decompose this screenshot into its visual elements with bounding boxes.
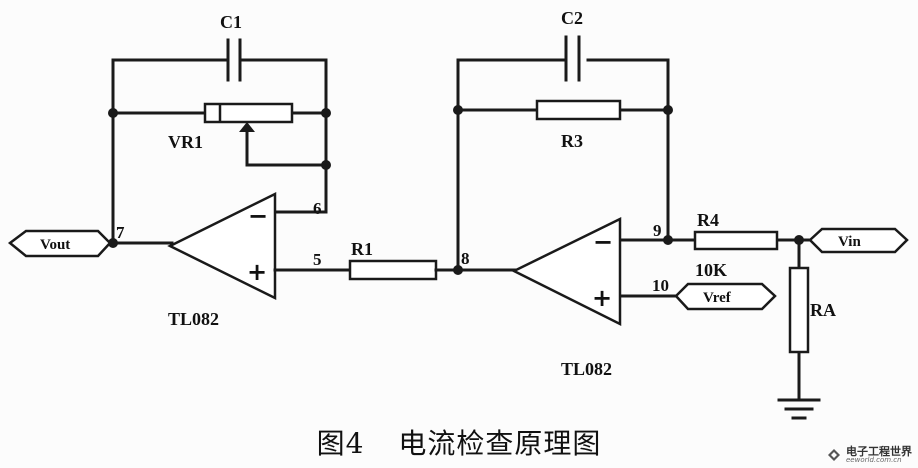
port-vout: [7, 229, 112, 258]
right-feedback-wires: [456, 58, 814, 400]
opamp-left-minus-sign: −: [248, 202, 268, 230]
watermark-url-text: eeworld.com.cn: [846, 456, 902, 464]
label-opamp-left: TL082: [168, 309, 219, 329]
pin-5: 5: [313, 250, 322, 269]
ground-symbol: [777, 398, 821, 420]
label-ra: RA: [810, 300, 836, 320]
label-r3: R3: [561, 131, 583, 151]
opamp-right-plus-sign: +: [592, 284, 612, 312]
eeworld-logo-icon: [828, 449, 840, 461]
left-feedback-wires: [105, 58, 328, 247]
watermark-logo: 电子工程世界 eeworld.com.cn: [826, 446, 912, 464]
figure-title: 电流检查原理图: [398, 427, 602, 460]
pin-9: 9: [653, 221, 662, 240]
watermark-cn-text: 电子工程世界: [846, 445, 912, 458]
resistor-r3: [535, 99, 622, 121]
port-vout-label: Vout: [40, 237, 70, 253]
label-r1: R1: [351, 239, 373, 259]
label-vr1: VR1: [168, 132, 203, 152]
pin-6: 6: [313, 199, 322, 218]
resistor-r1: [348, 259, 522, 281]
capacitor-c2: [564, 35, 581, 82]
port-vin-label: Vin: [838, 234, 861, 250]
port-vref-label: Vref: [703, 290, 732, 306]
label-c1: C1: [220, 12, 242, 32]
pin-10: 10: [652, 276, 669, 295]
schematic-diagram: − + − +: [7, 8, 909, 420]
label-r4-value: 10K: [695, 260, 727, 280]
figure-caption: 图4 电流检查原理图: [0, 422, 918, 462]
pin-7: 7: [116, 223, 125, 242]
junction-dots-left: [108, 108, 331, 248]
label-c2: C2: [561, 8, 583, 28]
label-r4: R4: [697, 210, 719, 230]
opamp-right-minus-sign: −: [593, 228, 613, 256]
opamp-left-plus-sign: +: [247, 258, 267, 286]
label-opamp-right: TL082: [561, 359, 612, 379]
opamp-left: [167, 191, 352, 301]
pin-8: 8: [461, 249, 470, 268]
junction-dots-right: [453, 105, 804, 275]
resistor-r4: [693, 230, 779, 251]
figure-number: 图4: [316, 427, 365, 460]
opamp-right: [511, 216, 622, 327]
port-vin: [808, 227, 909, 254]
resistor-ra: [788, 266, 810, 354]
potentiometer-vr1: [203, 102, 294, 132]
port-vref: [674, 282, 777, 311]
capacitor-c1: [210, 38, 250, 82]
